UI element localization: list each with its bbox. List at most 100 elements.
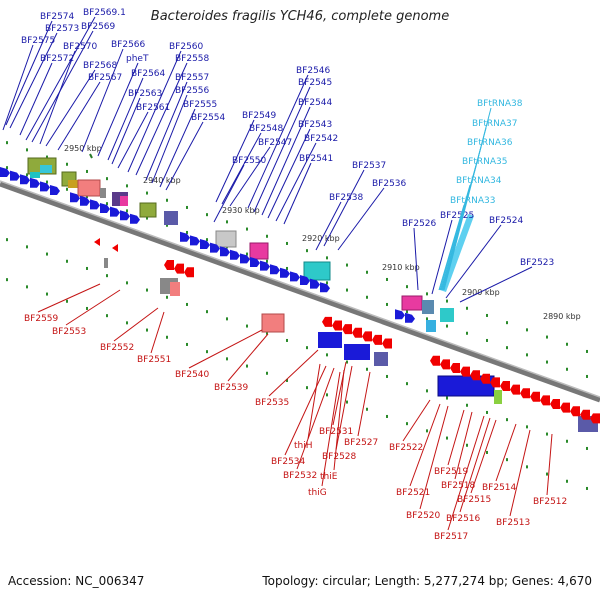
top-leader-line	[127, 50, 182, 173]
track-tick	[46, 155, 48, 159]
trna-leader-lines	[438, 107, 492, 291]
bottom-gene-label: thiE	[320, 472, 338, 482]
top-gene-label: BF2570	[63, 42, 98, 52]
track-tick	[586, 446, 588, 450]
blue-gene-arrow	[40, 181, 50, 192]
trna-gene-labels: BFtRNA38BFtRNA37BFtRNA36BFtRNA35BFtRNA34…	[450, 99, 523, 206]
top-leader-line	[57, 81, 101, 151]
track-tick	[286, 241, 288, 245]
bottom-strand-features	[104, 258, 598, 432]
top-gene-label: BF2549	[242, 111, 277, 121]
track-tick	[546, 472, 548, 476]
track-tick	[286, 338, 288, 342]
track-tick	[46, 292, 48, 296]
bottom-gene-label: BF2512	[533, 497, 567, 507]
track-tick	[566, 479, 568, 483]
red-gene-arrow	[470, 370, 480, 381]
track-tick	[126, 184, 128, 188]
track-tick	[106, 274, 108, 278]
track-tick	[126, 321, 128, 325]
track-tick	[26, 285, 28, 289]
track-tick	[366, 270, 368, 274]
track-tick	[586, 374, 588, 378]
red-gene-arrow	[112, 244, 118, 252]
track-tick	[166, 295, 168, 299]
blue-gene-arrow	[240, 253, 250, 264]
top-gene-label: pheT	[126, 54, 149, 64]
top-gene-labels: BF2574BF2573BF2575BF2572BF2569.1BF2569BF…	[21, 8, 554, 268]
track-tick	[146, 191, 148, 195]
red-gene-arrow	[430, 355, 440, 366]
track-tick	[486, 338, 488, 342]
track-tick	[526, 328, 528, 332]
track-tick	[6, 141, 8, 145]
track-tick	[66, 259, 68, 263]
top-leader-line	[459, 266, 533, 303]
track-tick	[426, 429, 428, 433]
track-tick	[326, 256, 328, 260]
top-leader-line	[431, 219, 453, 295]
top-gene-label: BF2563	[128, 89, 162, 99]
track-tick	[126, 281, 128, 285]
top-leader-line	[145, 81, 188, 181]
gene-box-slate-2	[374, 352, 388, 366]
track-tick	[126, 209, 128, 213]
track-tick	[66, 187, 68, 191]
track-tick	[206, 213, 208, 217]
bottom-leader-line	[335, 365, 353, 451]
top-gene-label: BF2541	[299, 154, 333, 164]
blue-gene-arrow	[100, 203, 110, 213]
blue-gene-arrow	[220, 246, 230, 257]
bottom-gene-label: BF2539	[214, 383, 249, 393]
track-tick	[406, 285, 408, 289]
top-leader-line	[337, 187, 385, 251]
bottom-gene-label: BF2517	[434, 532, 468, 542]
gene-box-pink-2	[401, 295, 423, 311]
bottom-leader-line	[447, 415, 485, 531]
track-tick	[306, 249, 308, 253]
top-gene-label: BF2537	[352, 161, 386, 171]
track-tick	[186, 205, 188, 209]
track-tick	[66, 162, 68, 166]
bottom-gene-label: BF2559	[24, 314, 59, 324]
track-tick	[166, 198, 168, 202]
bottom-leader-line	[459, 417, 491, 513]
top-leader-line	[2, 44, 34, 131]
red-gene-arrow	[382, 338, 392, 349]
top-leader-lines	[2, 16, 533, 303]
track-tick	[346, 263, 348, 267]
trna-leader-line	[440, 165, 477, 291]
top-leader-line	[31, 30, 94, 143]
bottom-leader-line	[227, 333, 269, 382]
top-leader-line	[267, 128, 311, 219]
gene-box-cyan	[40, 165, 52, 173]
top-gene-label: BF2524	[489, 216, 524, 226]
bottom-leader-line	[454, 411, 473, 480]
track-tick	[86, 169, 88, 173]
backbone-highlight	[0, 180, 600, 398]
red-gene-arrow	[352, 327, 362, 338]
top-leader-line	[283, 162, 312, 225]
trna-gene-label: BFtRNA36	[467, 138, 513, 148]
backbone	[0, 180, 600, 403]
track-tick	[466, 331, 468, 335]
genome-summary: Topology: circular; Length: 5,277,274 bp…	[262, 574, 592, 588]
top-leader-line	[45, 69, 96, 147]
gene-box-cyan-2	[303, 261, 331, 281]
gene-box-blue-2	[344, 344, 370, 360]
bottom-gene-label: BF2551	[137, 355, 171, 365]
bottom-gene-label: BF2514	[482, 483, 517, 493]
blue-gene-arrow	[80, 195, 90, 206]
track-tick	[426, 292, 428, 296]
top-gene-label: BF2536	[372, 179, 407, 189]
gene-box-blue	[318, 332, 342, 348]
top-leader-line	[165, 121, 204, 191]
track-tick	[26, 173, 28, 177]
bottom-gene-label: BF2540	[175, 370, 210, 380]
track-tick	[386, 414, 388, 418]
top-leader-line	[247, 74, 309, 209]
track-tick	[506, 418, 508, 422]
top-gene-label: BF2557	[175, 73, 209, 83]
bottom-gene-label: BF2534	[271, 457, 306, 467]
